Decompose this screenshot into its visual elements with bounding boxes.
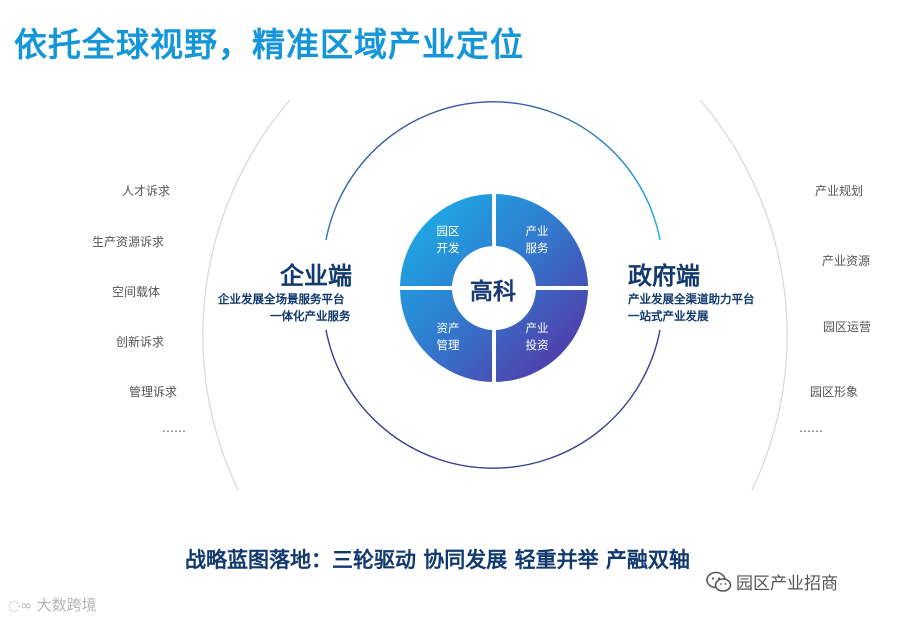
quadrant-label-line: 产业 xyxy=(525,224,549,238)
watermark-logo-icon: ◌∞ xyxy=(8,598,32,614)
left-item-talent: 人才诉求 xyxy=(121,184,170,198)
right-item-park-operation: 园区运营 xyxy=(823,320,872,334)
quadrant-industry-service: 产业 服务 xyxy=(519,223,555,257)
enterprise-line2: 一体化产业服务 xyxy=(270,309,351,323)
outer-arc-right xyxy=(699,99,788,491)
middle-ring-top xyxy=(325,101,661,241)
watermark-right: 园区产业招商 xyxy=(706,569,838,594)
quadrant-label-line: 开发 xyxy=(436,241,460,255)
right-item-ellipsis: …… xyxy=(799,421,823,435)
enterprise-heading: 企业端 xyxy=(280,262,352,290)
left-item-management: 管理诉求 xyxy=(128,385,177,399)
strategy-statement: 战略蓝图落地：三轮驱动 协同发展 轻重并举 产融双轴 xyxy=(185,548,690,572)
middle-ring-bottom xyxy=(325,329,661,469)
government-heading: 政府端 xyxy=(628,262,700,290)
left-item-innovation: 创新诉求 xyxy=(115,335,164,349)
quadrant-label-line: 产业 xyxy=(525,321,549,335)
left-item-space-carrier: 空间载体 xyxy=(111,285,160,299)
watermark-left-text: 大数跨境 xyxy=(36,596,97,614)
wheel-center-disc xyxy=(452,246,536,330)
quadrant-label-line: 资产 xyxy=(436,321,460,335)
quadrant-label-line: 服务 xyxy=(525,241,549,255)
government-line1: 产业发展全渠道助力平台 xyxy=(628,292,755,306)
center-label: 高科 xyxy=(470,279,516,305)
quadrant-label-line: 管理 xyxy=(436,338,460,352)
outer-arc-left xyxy=(202,99,291,491)
watermark-left: ◌∞ 大数跨境 xyxy=(8,594,97,615)
quadrant-park-development: 园区 开发 xyxy=(430,223,466,257)
left-item-ellipsis: …… xyxy=(162,421,186,435)
quadrant-industry-investment: 产业 投资 xyxy=(519,320,555,354)
left-item-production-resources: 生产资源诉求 xyxy=(91,235,164,249)
enterprise-line1: 企业发展全场景服务平台 xyxy=(218,292,345,306)
wechat-icon xyxy=(706,571,732,592)
quadrant-label-line: 园区 xyxy=(436,224,460,238)
quadrant-label-line: 投资 xyxy=(525,338,549,352)
right-item-industry-planning: 产业规划 xyxy=(815,184,864,198)
watermark-right-text: 园区产业招商 xyxy=(736,574,838,594)
quadrant-asset-management: 资产 管理 xyxy=(430,320,466,354)
right-item-park-image: 园区形象 xyxy=(810,385,859,399)
government-line2: 一站式产业发展 xyxy=(628,309,709,323)
page-title: 依托全球视野，精准区域产业定位 xyxy=(14,25,524,64)
right-item-industry-resources: 产业资源 xyxy=(822,254,871,268)
